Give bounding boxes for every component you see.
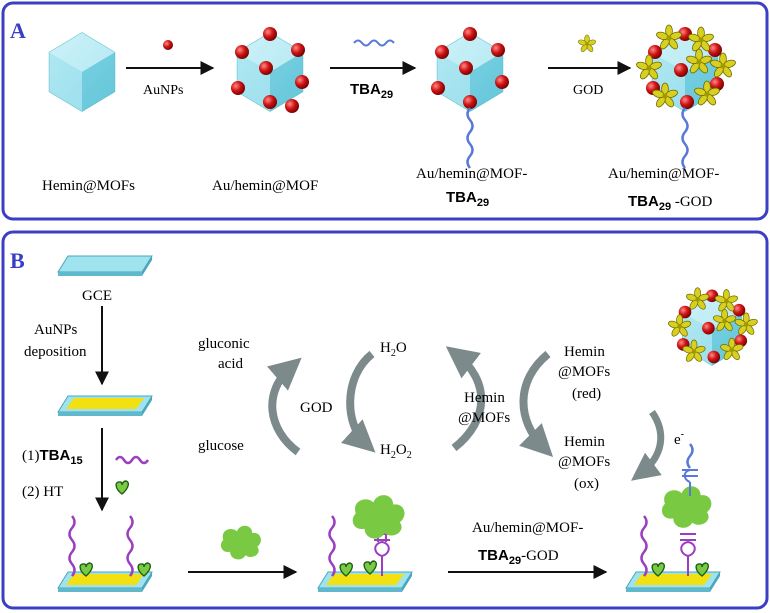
aunp-icon [163,40,173,50]
thrombin-icon [220,525,261,560]
gold-nanoparticles [231,27,309,113]
caption-au-hemin-mof-tba-god-line2: TBA29 -GOD [628,193,712,213]
caption-hemin-mofs: Hemin@MOFs [42,178,135,194]
label-gce: GCE [82,288,112,304]
label-step-tba15: (1)TBA15 [22,447,83,467]
label-deposition: deposition [24,344,87,360]
electron-arrow [631,409,665,481]
label-hemin-mid-1: Hemin [464,390,505,406]
ht-icon [115,480,130,495]
panel-b-letter: B [10,248,25,273]
label-gluconic-acid-1: gluconic [198,336,250,352]
label-aunps: AuNPs [34,322,78,338]
au-hemin-mof-tba29-god [635,24,737,169]
label-hemin-ox-3: (ox) [574,476,599,492]
au-hemin-mof-crystal [231,27,309,113]
label-hemin-red-2: @MOFs [558,364,610,380]
arrow-aunps-label: AuNPs [143,83,183,98]
label-hemin-red-3: (red) [572,386,601,402]
thrombin-bound-electrode [317,495,413,593]
panel-a-frame [1,1,769,221]
label-final-line1: Au/hemin@MOF- [472,520,583,536]
label-final-line2: TBA29-GOD [478,547,559,567]
caption-au-hemin-mof-tba-line2: TBA29 [446,189,489,209]
label-h2o: H2O [380,340,407,359]
label-step-ht: (2) HT [22,484,63,500]
god-cycle-arrow-right [341,350,376,453]
tba-ht-electrode [57,515,153,593]
label-god-cycle: GOD [300,400,333,416]
label-glucose: glucose [198,438,244,454]
label-hemin-mid-2: @MOFs [458,410,510,426]
panel-b-frame [1,230,769,610]
arrow-tba29-label: TBA29 [350,81,393,101]
god-icon [577,34,597,54]
label-gluconic-acid-2: acid [218,356,243,372]
gce-electrode [57,255,153,277]
au-electrode [57,395,153,417]
panel-a-letter: A [10,18,26,43]
au-hemin-mof-tba29 [431,27,509,169]
god-cycle-arrow-left [267,357,302,456]
sandwich-electrode [625,443,721,593]
label-hemin-red-1: Hemin [564,344,605,360]
hemin-cycle-arrow-left [445,346,486,452]
label-hemin-ox-1: Hemin [564,434,605,450]
tba15-strand-icon [114,455,150,465]
label-electron: e- [674,429,684,448]
label-hemin-ox-2: @MOFs [558,454,610,470]
hemin-cycle-arrow-right [519,350,554,458]
caption-au-hemin-mof-tba-god-line1: Au/hemin@MOF- [608,166,719,182]
tba-strand-icon [353,39,395,47]
caption-au-hemin-mof-tba-line1: Au/hemin@MOF- [416,166,527,182]
probe-crystal [667,287,759,366]
label-h2o2: H2O2 [380,442,412,461]
arrow-god-label: GOD [573,83,603,98]
caption-au-hemin-mof: Au/hemin@MOF [212,178,318,194]
hemin-mof-crystal [48,32,116,112]
